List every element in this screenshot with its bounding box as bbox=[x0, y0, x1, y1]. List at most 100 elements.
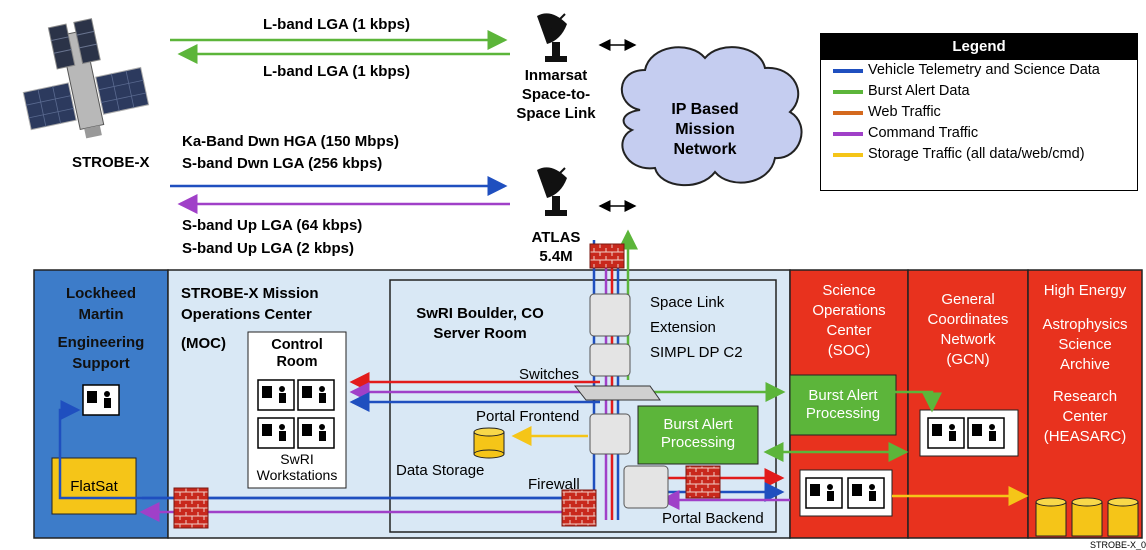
gcn-line-3: Network bbox=[940, 331, 996, 348]
telemetry-swatch bbox=[833, 69, 863, 73]
server-burst-line-2: Processing bbox=[660, 434, 736, 451]
soc-line-4: (SOC) bbox=[827, 342, 871, 359]
lockheed-line-3: Engineering bbox=[57, 334, 145, 351]
legend-item-telemetry: Vehicle Telemetry and Science Data bbox=[821, 60, 1137, 81]
heasarc-line-2: Astrophysics bbox=[1042, 316, 1128, 333]
legend-item-storage: Storage Traffic (all data/web/cmd) bbox=[821, 144, 1137, 165]
s-band-down-label: S-band Dwn LGA (256 kbps) bbox=[182, 155, 383, 172]
lockheed-line-2: Martin bbox=[78, 306, 124, 323]
lockheed-line-4: Support bbox=[72, 355, 130, 372]
satellite-icon bbox=[22, 18, 150, 139]
heasarc-line-5: Research bbox=[1052, 388, 1118, 405]
legend-item-burst: Burst Alert Data bbox=[821, 81, 1137, 102]
legend-label: Vehicle Telemetry and Science Data bbox=[868, 62, 1100, 78]
lband-up-label: L-band LGA (1 kbps) bbox=[263, 16, 410, 33]
soc-workstation-icon bbox=[799, 469, 893, 517]
workstations-label: SwRI Workstations bbox=[248, 451, 346, 483]
control-room-line-1: Control bbox=[271, 337, 323, 353]
firewall-server-icon bbox=[561, 489, 597, 527]
storage-swatch bbox=[833, 153, 863, 157]
inmarsat-line-1: Inmarsat bbox=[524, 67, 588, 84]
soc-line-3: Center bbox=[826, 322, 872, 339]
gcn-title: General Coordinates Network (GCN) bbox=[908, 290, 1028, 370]
heasarc-title: High Energy Astrophysics Science Archive… bbox=[1028, 281, 1142, 447]
heasarc-line-4: Archive bbox=[1059, 356, 1111, 373]
s-band-up-64-label: S-band Up LGA (64 kbps) bbox=[182, 217, 363, 234]
firewall-lockheed-icon bbox=[173, 487, 209, 529]
lockheed-title: Lockheed Martin Engineering Support bbox=[34, 283, 168, 374]
heasarc-storage-icon bbox=[1035, 497, 1139, 537]
atlas-line-1: ATLAS bbox=[531, 229, 581, 246]
gcn-line-1: General bbox=[941, 291, 995, 308]
control-room-title: Control Room bbox=[248, 337, 346, 371]
space-link-line-1: Space Link bbox=[650, 294, 725, 311]
server-room-line-2: Server Room bbox=[433, 325, 527, 342]
legend-label: Web Traffic bbox=[868, 104, 941, 120]
gcn-workstation-icon bbox=[919, 409, 1019, 457]
firewall-soc-icon bbox=[685, 465, 721, 499]
server-room-line-1: SwRI Boulder, CO bbox=[416, 305, 544, 322]
ip-mission-network-cloud bbox=[620, 46, 803, 186]
moc-title: STROBE-X Mission Operations Center (MOC) bbox=[181, 283, 319, 354]
soc-burst-line-2: Processing bbox=[805, 405, 881, 422]
cloud-line-1: IP Based bbox=[671, 101, 739, 118]
heasarc-region bbox=[1027, 269, 1143, 539]
cloud-line-3: Network bbox=[673, 141, 737, 158]
cloud-label: IP Based Mission Network bbox=[660, 100, 750, 160]
inmarsat-line-2: Space-to- bbox=[521, 86, 591, 103]
heasarc-line-3: Science bbox=[1058, 336, 1112, 353]
data-storage-icon bbox=[473, 427, 505, 459]
soc-burst-box bbox=[789, 374, 897, 436]
cloud-line-2: Mission bbox=[675, 121, 735, 138]
heasarc-line-7: (HEASARC) bbox=[1043, 428, 1127, 445]
moc-line-2: Operations Center bbox=[181, 306, 312, 323]
server-icon bbox=[589, 293, 669, 509]
flatsat-box bbox=[51, 457, 137, 515]
gcn-line-2: Coordinates bbox=[927, 311, 1009, 328]
control-room-line-2: Room bbox=[276, 354, 318, 370]
inmarsat-label: Inmarsat Space-to- Space Link bbox=[506, 66, 606, 123]
soc-burst-to-gcn bbox=[890, 390, 942, 413]
spacecraft-name: STROBE-X bbox=[72, 154, 150, 171]
firewall-label: Firewall bbox=[528, 476, 580, 493]
server-room-title: SwRI Boulder, CO Server Room bbox=[405, 304, 555, 344]
soc-line-1: Science bbox=[822, 282, 876, 299]
ka-band-label: Ka-Band Dwn HGA (150 Mbps) bbox=[182, 133, 399, 150]
soc-burst-line-1: Burst Alert bbox=[808, 387, 878, 404]
flatsat-label: FlatSat bbox=[70, 478, 118, 495]
legend-label: Storage Traffic (all data/web/cmd) bbox=[868, 146, 1085, 162]
workstation-icon bbox=[257, 379, 335, 449]
atlas-dish-icon bbox=[537, 167, 567, 216]
moc-line-1: STROBE-X Mission bbox=[181, 285, 319, 302]
moc-line-3: (MOC) bbox=[181, 335, 226, 352]
legend-title: Legend bbox=[821, 34, 1137, 60]
burst-swatch bbox=[833, 90, 863, 94]
space-link-line-2: Extension bbox=[650, 319, 716, 336]
command-swatch bbox=[833, 132, 863, 136]
s-band-up-2-label: S-band Up LGA (2 kbps) bbox=[182, 240, 354, 257]
figure-tag: STROBE-X_0 bbox=[1090, 540, 1146, 550]
portal-backend-label: Portal Backend bbox=[662, 510, 764, 527]
server-burst-box bbox=[637, 405, 759, 465]
legend-item-command: Command Traffic bbox=[821, 123, 1137, 144]
soc-title: Science Operations Center (SOC) bbox=[790, 281, 908, 361]
space-link-label: Space Link Extension SIMPL DP C2 bbox=[650, 290, 743, 365]
legend-label: Burst Alert Data bbox=[868, 83, 970, 99]
heasarc-line-6: Center bbox=[1062, 408, 1108, 425]
workstations-line-2: Workstations bbox=[256, 467, 338, 483]
lband-down-label: L-band LGA (1 kbps) bbox=[263, 63, 410, 80]
atlas-line-2: 5.4M bbox=[539, 248, 573, 265]
portal-frontend-label: Portal Frontend bbox=[476, 408, 580, 425]
inmarsat-line-3: Space Link bbox=[516, 105, 596, 122]
data-storage-label: Data Storage bbox=[396, 462, 485, 479]
heasarc-line-1: High Energy bbox=[1043, 282, 1127, 299]
lockheed-workstation-icon bbox=[82, 384, 120, 416]
atlas-label: ATLAS 5.4M bbox=[520, 228, 592, 266]
lockheed-line-1: Lockheed bbox=[65, 285, 137, 302]
server-burst-line-1: Burst Alert bbox=[663, 416, 733, 433]
gcn-line-4: (GCN) bbox=[946, 351, 990, 368]
soc-burst-label: Burst Alert Processing bbox=[790, 387, 896, 423]
workstations-line-1: SwRI bbox=[280, 451, 314, 467]
inmarsat-dish-icon bbox=[537, 13, 567, 62]
